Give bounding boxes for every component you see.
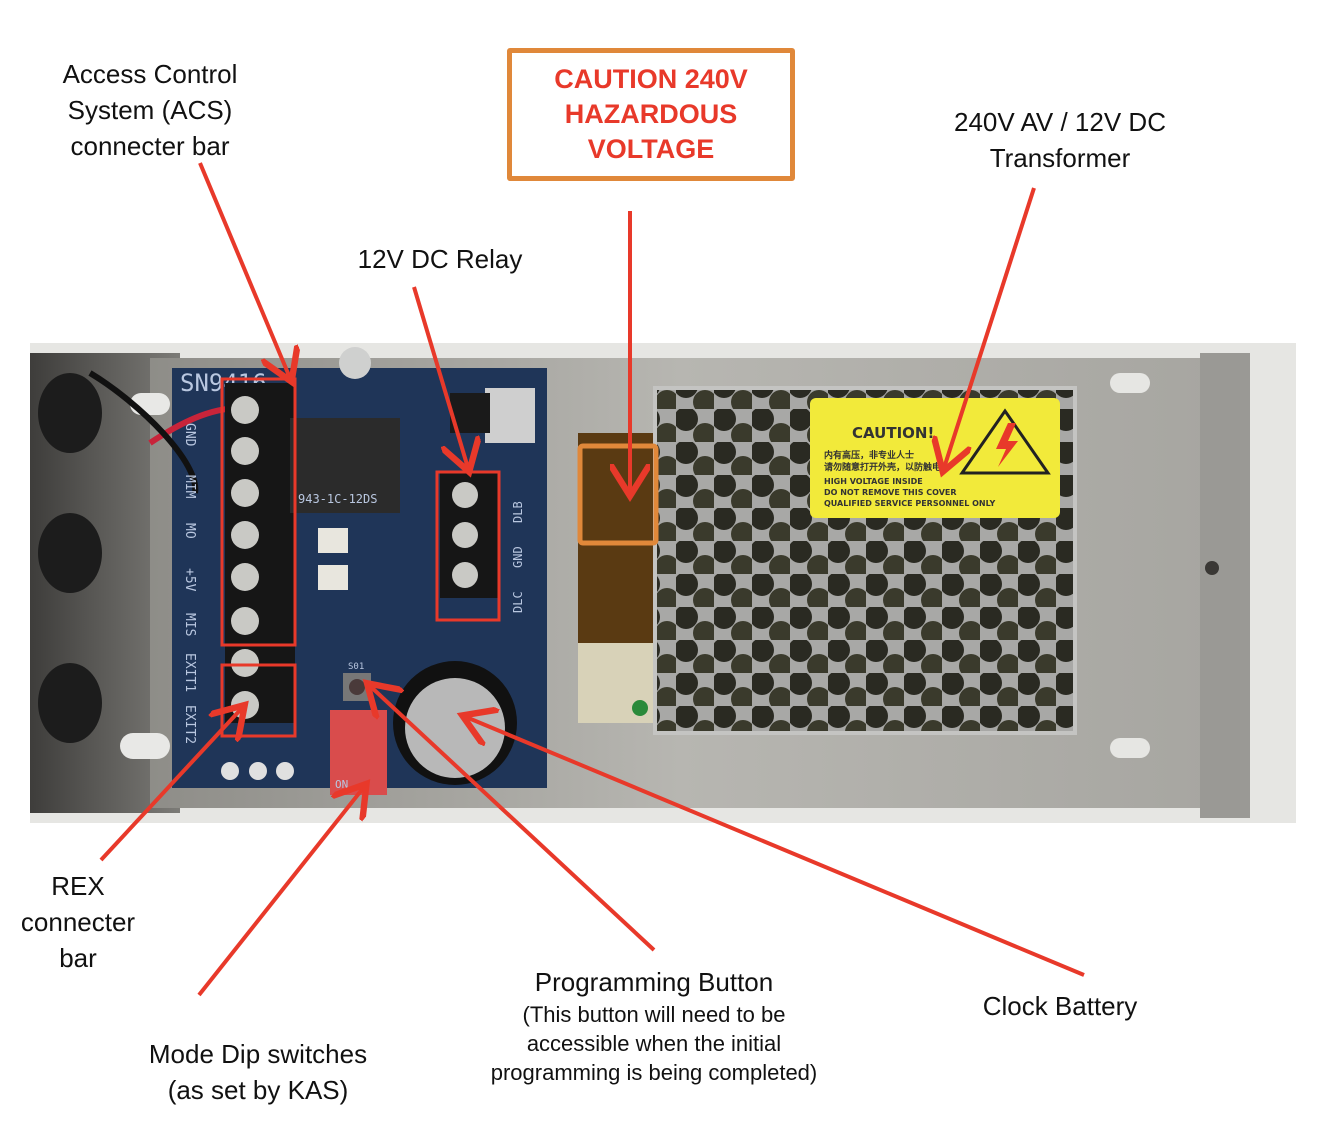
relay-terminal-screws <box>452 482 478 588</box>
led-d01 <box>249 762 267 780</box>
dip-switch-label: Mode Dip switches (as set by KAS) <box>118 1036 398 1108</box>
programming-note-line-3: programming is being completed) <box>490 1060 818 1085</box>
relay-part-number: 943-1C-12DS <box>298 492 377 506</box>
led-d00 <box>221 762 239 780</box>
grommet-3 <box>38 663 102 743</box>
mount-slot-bottom <box>1110 738 1150 758</box>
grommet-1 <box>38 373 102 453</box>
clock-battery-label: Clock Battery <box>982 991 1138 1021</box>
acs-label-line-2: System (ACS) <box>67 95 233 125</box>
pcb-label-gnd: GND <box>182 423 197 447</box>
pcb-label-exit2: EXIT2 <box>182 705 197 744</box>
dip-label-line-2: (as set by KAS) <box>167 1075 349 1105</box>
transformer-label-line-2: Transformer <box>989 143 1131 173</box>
sticker-line-2: DO NOT REMOVE THIS COVER <box>824 488 957 497</box>
grommet-2 <box>38 513 102 593</box>
psu-warning-sticker: CAUTION! 内有高压，非专业人士 请勿随意打开外壳，以防触电！ HIGH … <box>810 398 1060 518</box>
mounting-screw-hole <box>1205 561 1219 575</box>
enclosure-right-wall <box>1200 353 1250 818</box>
caution-callout: CAUTION 240V HAZARDOUS VOLTAGE <box>507 48 795 181</box>
programming-note-line-2: accessible when the initial <box>526 1031 782 1056</box>
rex-label-line-3: bar <box>59 943 97 973</box>
programming-label-title: Programming Button <box>534 967 774 997</box>
clock-battery <box>405 678 505 778</box>
sticker-line-1: HIGH VOLTAGE INSIDE <box>824 477 923 486</box>
mount-slot-top <box>1110 373 1150 393</box>
pcb-label-s01: S01 <box>348 662 364 672</box>
programming-button-cap <box>349 679 365 695</box>
relay-component <box>290 418 400 513</box>
led-d02 <box>276 762 294 780</box>
rex-label-line-1: REX <box>51 871 105 901</box>
pcb-label-5v: +5V <box>182 568 197 592</box>
caution-line-1: CAUTION 240V <box>554 64 748 94</box>
voltage-regulator <box>485 388 535 443</box>
sticker-chinese-2: 请勿随意打开外壳，以防触电！ <box>824 461 950 473</box>
sticker-chinese-1: 内有高压，非专业人士 <box>824 449 914 461</box>
rex-label-line-2: connecter <box>20 907 136 937</box>
sticker-line-3: QUALIFIED SERVICE PERSONNEL ONLY <box>824 499 995 508</box>
caution-line-2: HAZARDOUS <box>564 99 738 129</box>
rex-connector-label: REX connecter bar <box>0 868 156 976</box>
capacitor <box>339 347 371 379</box>
sticker-heading: CAUTION! <box>852 424 934 442</box>
black-wire <box>88 370 199 494</box>
pcb-label-mis: MIS <box>182 613 197 636</box>
dip-label-on: ON <box>335 778 348 791</box>
pcb-label-relay-gnd: GND <box>511 546 525 568</box>
acs-label-line-3: connecter bar <box>70 131 230 161</box>
regulator-body <box>450 393 490 433</box>
pcb-label-exit1: EXIT1 <box>182 653 197 692</box>
programming-button-label: Programming Button (This button will nee… <box>454 964 854 1087</box>
pcb-label-dlb: DLB <box>511 501 525 523</box>
programming-note-line-1: (This button will need to be <box>522 1002 786 1027</box>
keyhole-slot-bottom <box>120 733 170 759</box>
caution-line-3: VOLTAGE <box>587 134 715 164</box>
pcb-label-mo: MO <box>182 523 197 539</box>
enclosure-photo: SN9416-1 GND MIM MO +5V MIS EXIT1 EXIT2 … <box>30 343 1296 823</box>
relay-label: 12V DC Relay <box>357 244 523 274</box>
psu-terminal-strip <box>578 433 656 643</box>
optocoupler-1 <box>318 528 348 553</box>
dip-label-line-1: Mode Dip switches <box>148 1039 368 1069</box>
optocoupler-2 <box>318 565 348 590</box>
pcb-label-dlc: DLC <box>511 591 525 613</box>
transformer-label-line-1: 240V AV / 12V DC <box>954 107 1166 137</box>
pcb-label-mim: MIM <box>182 475 197 499</box>
psu-green-led <box>632 700 648 716</box>
transformer-label: 240V AV / 12V DC Transformer <box>930 104 1190 176</box>
acs-label-line-1: Access Control <box>62 59 238 89</box>
acs-connector-label: Access Control System (ACS) connecter ba… <box>40 56 260 164</box>
